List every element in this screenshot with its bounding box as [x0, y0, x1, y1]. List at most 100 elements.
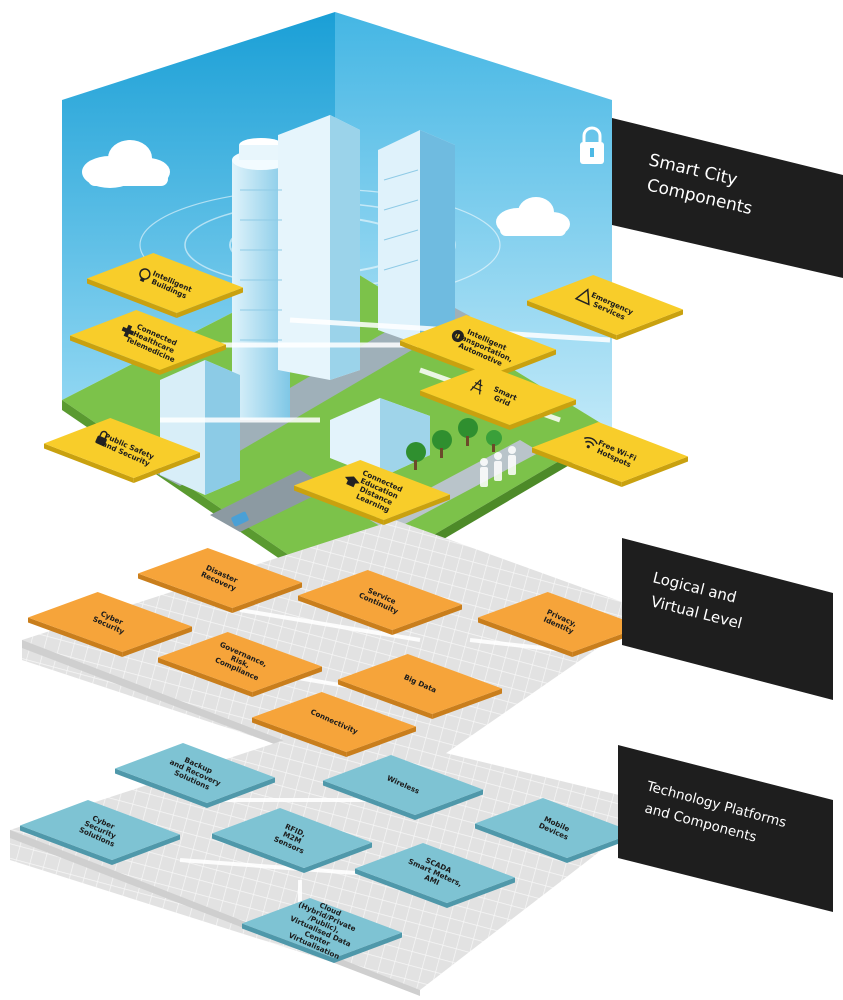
banner-technology-platforms: Technology Platforms and Components	[618, 745, 833, 912]
tile-edge	[392, 604, 462, 635]
wifi-icon	[584, 437, 598, 449]
tile-edge	[447, 877, 515, 908]
tile-edge	[28, 617, 123, 657]
tile-face	[323, 755, 483, 815]
tile-edge	[621, 456, 688, 487]
banner-logical-virtual-level: Logical and Virtual Level	[622, 538, 833, 700]
tile-edge	[176, 287, 243, 318]
trees	[406, 418, 502, 470]
tile-face	[475, 798, 635, 858]
tile-edge	[509, 399, 576, 430]
tile-face	[28, 592, 192, 652]
tile-edge	[323, 780, 415, 820]
tile-edge	[475, 823, 567, 863]
tile-edge	[334, 932, 402, 963]
tile-edge	[346, 726, 416, 757]
tile-edge	[252, 717, 347, 757]
tile-edge	[400, 340, 490, 380]
tile-edge	[432, 688, 502, 719]
padlock-icon	[580, 126, 604, 164]
banner-smart-city-components: Smart City Components	[612, 118, 843, 278]
tile-edge	[207, 777, 275, 808]
tile-edge	[252, 666, 322, 697]
tile-edge	[133, 452, 200, 483]
tile-face	[212, 808, 372, 868]
tile-edge	[115, 768, 207, 808]
tile-edge	[478, 617, 573, 657]
component-tile: Wireless	[323, 755, 483, 820]
tile-face	[20, 800, 180, 860]
tile-edge	[138, 573, 233, 613]
tile-face	[527, 275, 683, 335]
tile-face	[115, 743, 275, 803]
tile-edge	[527, 300, 617, 340]
tile-edge	[383, 494, 450, 525]
graduation-cap-icon	[345, 476, 360, 488]
tile-edge	[616, 309, 683, 340]
car-icon	[231, 511, 249, 527]
component-tile: Big Data	[338, 654, 502, 719]
tile-face	[138, 548, 302, 608]
tile-edge	[338, 679, 433, 719]
tile-edge	[489, 349, 556, 380]
cloud-icon	[496, 197, 570, 236]
power-tower-icon	[470, 379, 483, 395]
tile-face	[252, 692, 416, 752]
tile-face	[338, 654, 502, 714]
warning-triangle-icon	[574, 288, 590, 306]
tile-edge	[158, 657, 253, 697]
tile-edge	[294, 485, 384, 525]
tile-face	[294, 460, 450, 520]
padlock-icon	[552, 726, 576, 764]
tiles-layer: IntelligentBuildingsConnectedHealthcareT…	[20, 253, 688, 963]
tile-face	[242, 898, 402, 958]
tile-face	[87, 253, 243, 313]
tile-face	[478, 592, 642, 652]
tile-edge	[532, 447, 622, 487]
tile-edge	[212, 833, 304, 873]
tile-edge	[44, 443, 134, 483]
tile-edge	[355, 868, 447, 908]
tile-edge	[232, 582, 302, 613]
lightbulb-icon	[139, 268, 151, 283]
tile-face	[158, 632, 322, 692]
tile-edge	[159, 344, 226, 375]
tile-face	[355, 843, 515, 903]
tile-face	[532, 422, 688, 482]
tile-face	[420, 365, 576, 425]
sky-wall-right	[335, 12, 612, 430]
tile-edge	[298, 595, 393, 635]
tile-edge	[87, 278, 177, 318]
tile-edge	[415, 789, 483, 820]
tile-edge	[20, 825, 112, 865]
tile-face	[44, 418, 200, 478]
people-icon	[480, 446, 516, 487]
tile-edge	[242, 923, 334, 963]
component-tile: Connectivity	[252, 692, 416, 757]
tile-face	[298, 570, 462, 630]
sky-wall-left	[62, 12, 335, 400]
cloud-icon	[82, 140, 170, 188]
steering-wheel-icon	[451, 330, 464, 343]
padlock-icon	[95, 430, 108, 447]
component-tile: Cloud(Hybrid/Private/Public),Virtualised…	[242, 898, 402, 963]
component-tile: Governance,Risk,Compliance	[158, 632, 322, 697]
tile-edge	[304, 842, 372, 873]
tile-face	[70, 310, 226, 370]
medical-cross-icon	[121, 324, 135, 338]
